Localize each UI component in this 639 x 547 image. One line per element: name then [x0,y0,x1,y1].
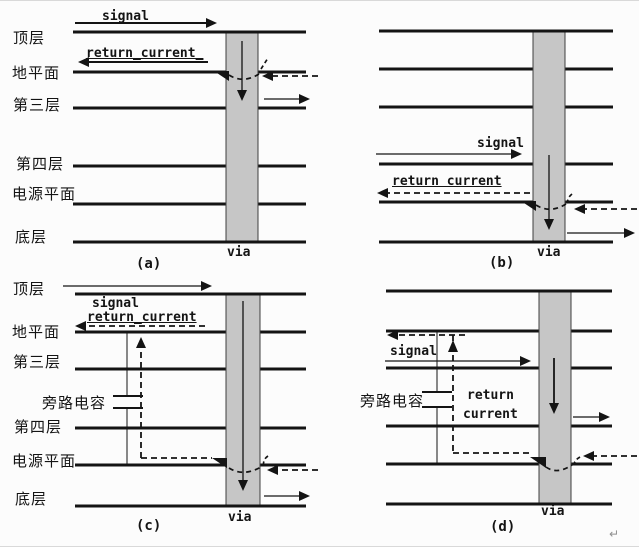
panel-a-graphics [73,18,318,244]
return-path-up-arrowhead [448,340,458,352]
panel-a-caption: (a) [136,256,162,272]
layer-label-bottom: 底层 [15,490,48,508]
panel-d-signal-label: signal [390,344,437,359]
layer-label-top: 顶层 [13,29,46,47]
panel-c-caption: (c) [136,518,162,534]
crossing-curl-dash [260,57,269,70]
via-rect [538,291,572,505]
panel-c-signal-label: signal [92,296,139,311]
panel-d-via-label: via [541,504,565,519]
panel-d-caption: (d) [490,519,516,535]
layer-label-fourth: 第四层 [16,155,65,173]
plane-junction-wedge [214,71,229,81]
panel-d-return-label-line2: current [463,407,518,422]
panel-b-signal-label: signal [477,136,524,151]
panel-d-return-label-line1: return [467,388,514,403]
layer-label-ground: 地平面 [12,323,61,341]
panel-a-signal-label: signal [102,9,149,24]
crossing-curl-dash [573,456,581,468]
plane-junction-wedge [530,457,546,468]
panel-c-graphics [63,281,318,508]
layer-label-top: 顶层 [13,280,46,298]
bypass-capacitor-label: 旁路电容 [42,394,107,412]
layer-label-third: 第三层 [13,353,62,371]
layer-label-power: 电源平面 [12,452,77,470]
panel-a-return-label: return_current_ [86,46,204,61]
plane-crossing-dashed-curve [545,464,573,472]
plane-crossing-dashed-curve [228,73,260,81]
crossing-curl-dash [262,455,269,468]
panel-d-graphics [385,289,637,506]
layer-label-third: 第三层 [13,96,62,114]
bypass-capacitor-label: 旁路电容 [360,392,425,410]
plane-crossing-dashed-curve [228,466,262,474]
plane-junction-wedge [212,458,227,468]
layer-label-power: 电源平面 [12,185,77,203]
crossing-curl-dash [566,193,573,206]
panel-a-via-label: via [227,245,251,260]
paragraph-return-mark: ↵ [609,527,620,541]
plane-crossing-dashed-curve [535,203,567,211]
layer-label-fourth: 第四层 [14,418,63,436]
panel-b-return-label: return current [392,174,502,189]
panel-c-via-label: via [228,510,252,525]
panel-b-via-label: via [537,245,561,260]
panel-b-graphics [376,29,637,244]
panel-c-return-label: return_current [87,310,197,325]
panel-b-caption: (b) [489,255,515,271]
layer-label-bottom: 底层 [15,228,48,246]
plane-junction-wedge [521,201,536,211]
layer-label-ground: 地平面 [12,64,61,82]
